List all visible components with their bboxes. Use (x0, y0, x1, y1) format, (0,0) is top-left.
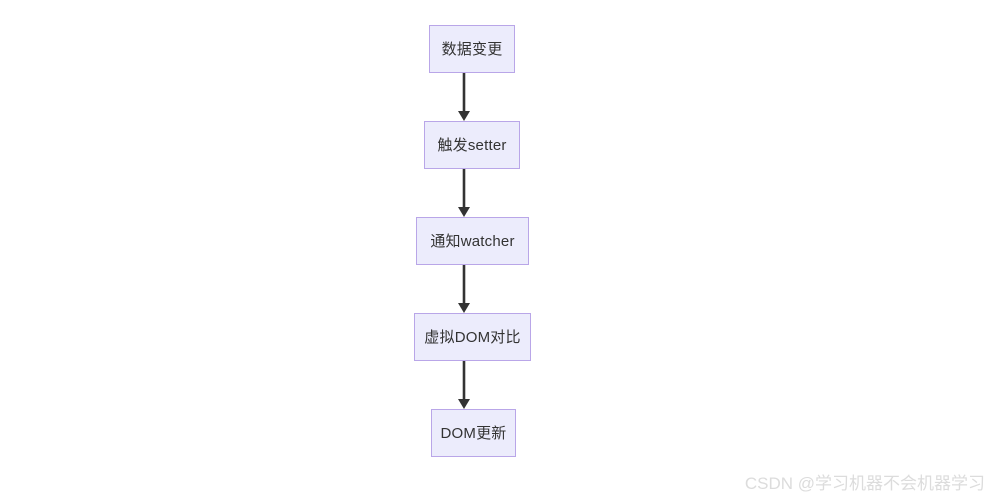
flow-edge-n3-to-n4 (456, 265, 472, 313)
flow-node-label: 触发setter (437, 136, 507, 154)
flow-node-n4: 虚拟DOM对比 (414, 313, 531, 361)
flow-node-n3: 通知watcher (416, 217, 529, 265)
arrowhead-icon (458, 399, 470, 409)
flow-edge-n1-to-n2 (456, 73, 472, 121)
arrowhead-icon (458, 111, 470, 121)
csdn-watermark: CSDN @学习机器不会机器学习 (744, 474, 985, 494)
flow-node-label: 通知watcher (430, 232, 515, 250)
flow-edge-n2-to-n3 (456, 169, 472, 217)
flow-node-n1: 数据变更 (429, 25, 515, 73)
arrowhead-icon (458, 207, 470, 217)
flow-node-n5: DOM更新 (431, 409, 516, 457)
flow-node-label: 虚拟DOM对比 (424, 328, 521, 346)
flow-node-label: 数据变更 (441, 40, 503, 58)
flow-edge-n4-to-n5 (456, 361, 472, 409)
arrowhead-icon (458, 303, 470, 313)
flow-node-label: DOM更新 (440, 424, 507, 442)
flow-node-n2: 触发setter (424, 121, 520, 169)
